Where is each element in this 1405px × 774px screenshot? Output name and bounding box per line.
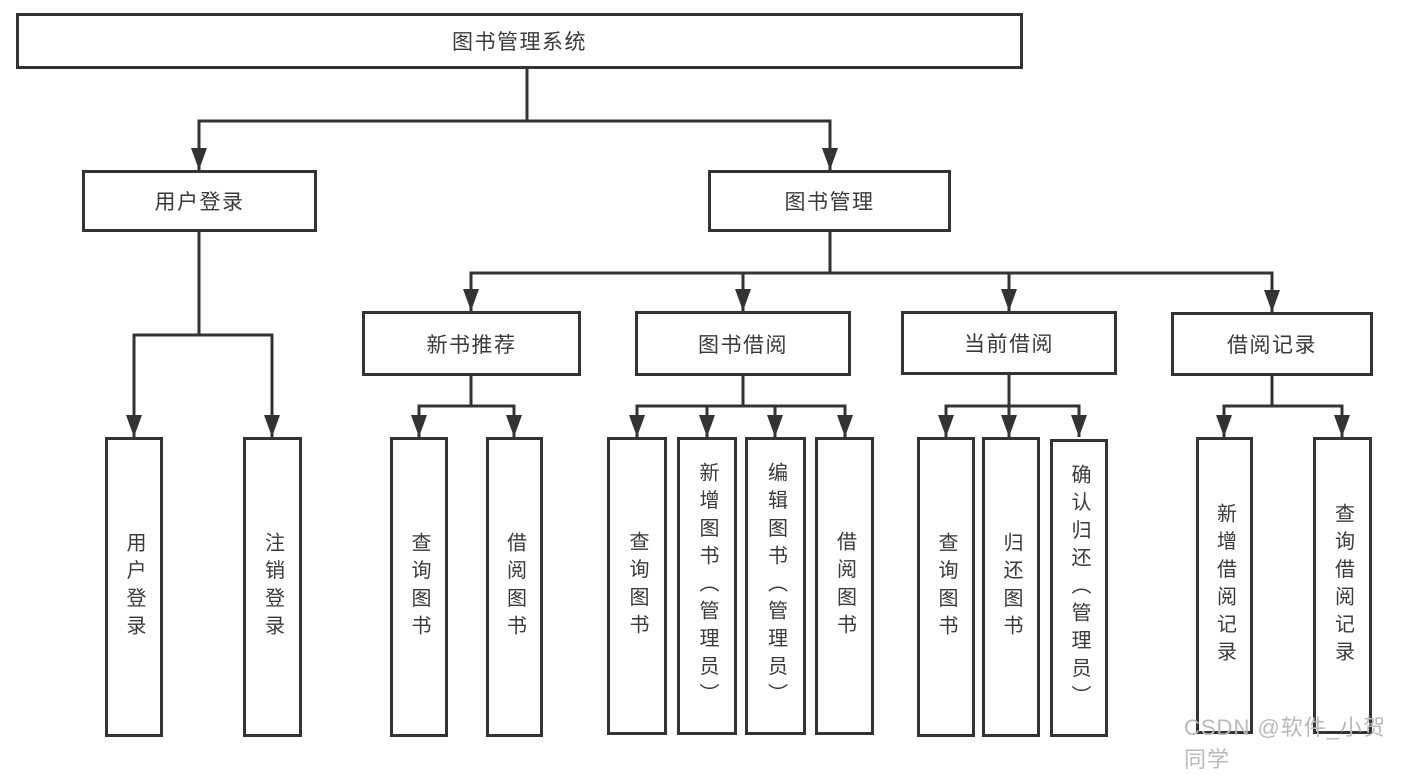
- node-return-books: 归还图书: [982, 437, 1040, 737]
- node-query-books-current: 查询图书: [917, 437, 975, 737]
- node-query-books-recommend: 查询图书: [390, 437, 448, 737]
- arrowhead-icon: [1001, 415, 1017, 437]
- arrowhead-icon: [1001, 289, 1017, 311]
- arrowhead-icon: [1334, 415, 1350, 437]
- node-borrow-records: 借阅记录: [1171, 312, 1373, 376]
- connector-line: [197, 119, 832, 170]
- node-root: 图书管理系统: [16, 13, 1023, 69]
- node-current-borrow: 当前借阅: [901, 311, 1117, 375]
- node-add-borrow-record: 新增借阅记录: [1196, 437, 1253, 734]
- arrowhead-icon: [735, 289, 751, 311]
- node-edit-book-admin: 编辑图书（管理员）: [745, 437, 806, 735]
- arrowhead-icon: [699, 415, 715, 437]
- arrowhead-icon: [506, 415, 522, 437]
- arrowhead-icon: [411, 415, 427, 437]
- connector-lines: [126, 69, 1350, 437]
- node-borrow-books: 借阅图书: [815, 437, 874, 735]
- org-chart: 图书管理系统 用户登录 图书管理 新书推荐 图书借阅 当前借阅 借阅记录 用户登…: [16, 13, 1385, 772]
- arrowhead-icon: [822, 148, 838, 170]
- node-add-book-admin: 新增图书（管理员）: [677, 437, 737, 735]
- arrowhead-icon: [1216, 415, 1232, 437]
- arrowhead-icon: [938, 415, 954, 437]
- arrowhead-icon: [837, 415, 853, 437]
- arrowhead-icon: [191, 148, 207, 170]
- node-query-borrow-record: 查询借阅记录: [1313, 437, 1372, 734]
- arrowhead-icon: [767, 415, 783, 437]
- node-user-login: 用户登录: [82, 170, 317, 232]
- arrowhead-icon: [264, 415, 280, 437]
- arrowhead-icon: [463, 289, 479, 311]
- node-borrow-books-recommend: 借阅图书: [486, 437, 543, 737]
- arrowhead-icon: [1071, 415, 1087, 437]
- connector-line: [132, 333, 274, 437]
- node-new-book-recommend: 新书推荐: [362, 311, 581, 376]
- node-user-login-leaf: 用户登录: [105, 437, 163, 737]
- arrowhead-icon: [126, 415, 142, 437]
- connector-line: [1222, 404, 1344, 437]
- connector-line: [469, 271, 1274, 312]
- connector-line: [635, 404, 847, 437]
- node-query-books-borrow: 查询图书: [607, 437, 667, 735]
- node-book-borrow: 图书借阅: [635, 311, 851, 376]
- node-book-management: 图书管理: [708, 170, 951, 232]
- arrowhead-icon: [1264, 290, 1280, 312]
- node-logout-leaf: 注销登录: [243, 437, 302, 737]
- connector-line: [417, 404, 516, 437]
- node-confirm-return-admin: 确认归还（管理员）: [1050, 439, 1108, 737]
- csdn-watermark: CSDN @软件_小贺同学: [1184, 715, 1387, 772]
- arrowhead-icon: [629, 415, 645, 437]
